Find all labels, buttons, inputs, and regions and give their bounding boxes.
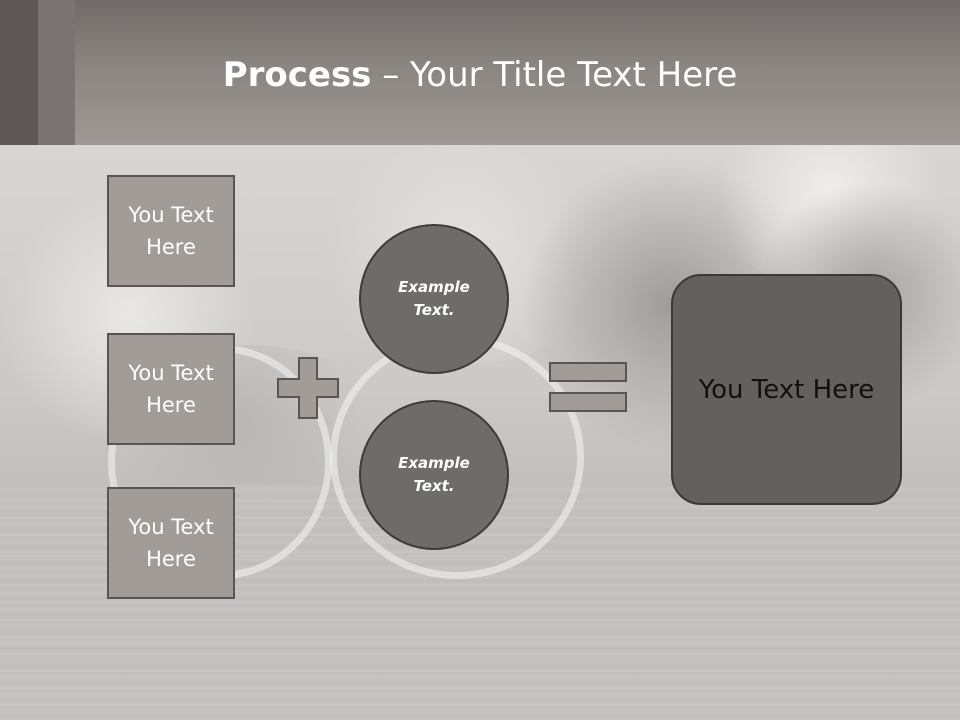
input-box-2-label: You Text Here [128,361,214,417]
plus-icon [277,357,339,419]
input-box-1-label: You Text Here [128,203,214,259]
input-box-3: You Text Here [107,487,235,599]
input-box-2: You Text Here [107,333,235,445]
title-bold: Process [222,55,372,95]
result-box: You Text Here [671,274,902,505]
equals-icon [549,362,627,382]
example-circle-1-label: Example Text. [398,278,470,319]
example-circle-1: Example Text. [359,224,509,374]
slide-title: Process – Your Title Text Here [0,52,960,98]
equals-icon-bottom-bar [549,392,627,412]
title-rest: – Your Title Text Here [371,55,738,95]
example-circle-2: Example Text. [359,400,509,550]
input-box-3-label: You Text Here [128,515,214,571]
header-band: Process – Your Title Text Here [0,0,960,145]
result-box-label: You Text Here [698,374,875,405]
input-box-1: You Text Here [107,175,235,287]
example-circle-2-label: Example Text. [398,454,470,495]
